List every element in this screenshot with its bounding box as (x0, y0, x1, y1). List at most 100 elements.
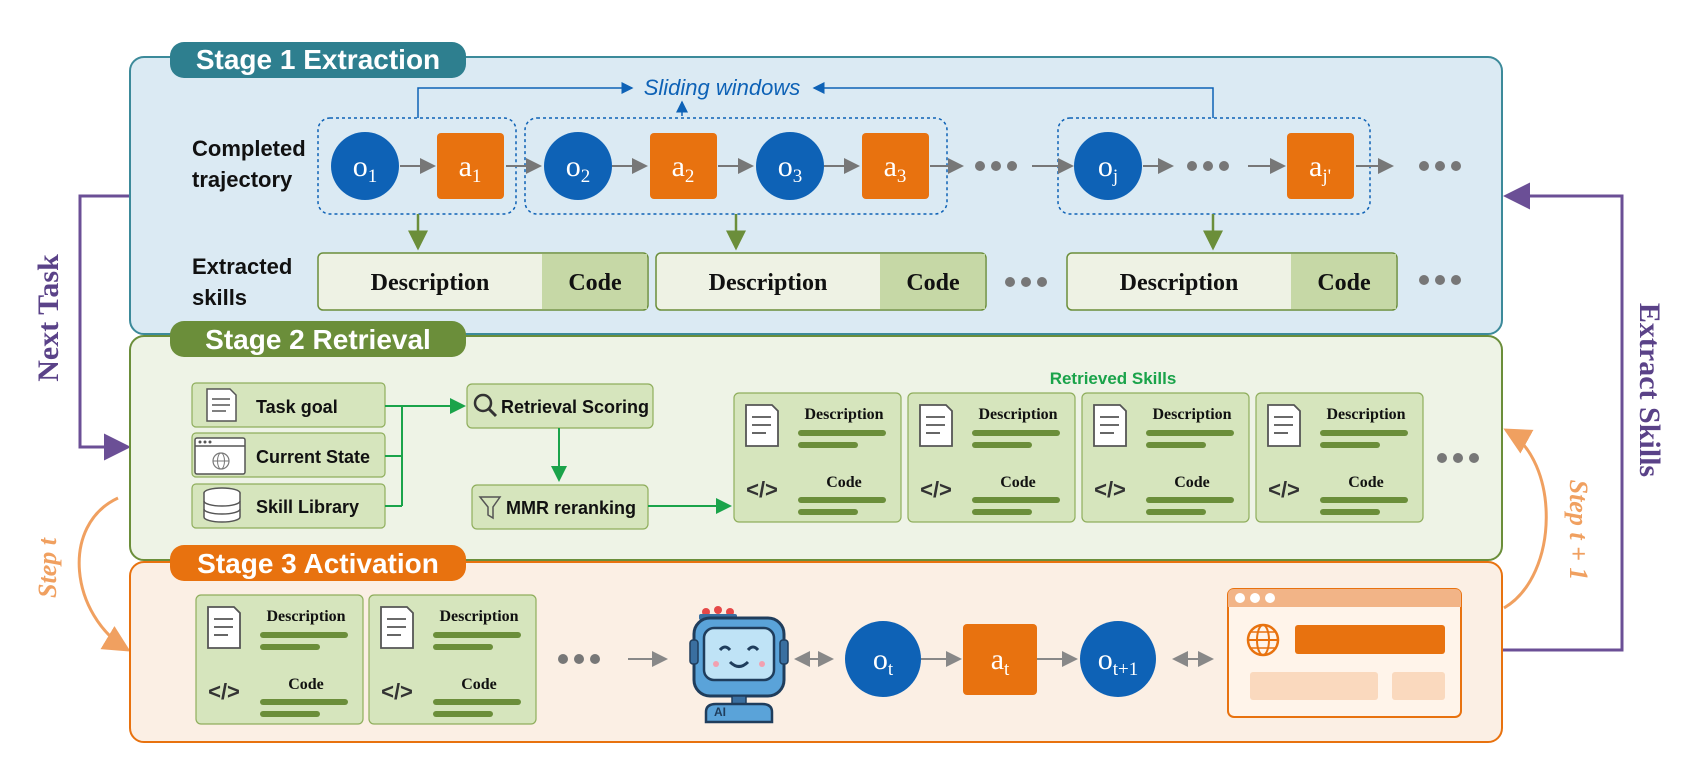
ellipsis-dots-4 (1005, 277, 1047, 287)
node-sub: 3 (897, 166, 907, 187)
svg-text:o2: o2 (566, 150, 591, 187)
extracted-skill-3: Description Code (1066, 252, 1398, 311)
filter-icon (478, 496, 502, 520)
environment-browser-window (1227, 588, 1462, 718)
ellipsis-dots-3 (1419, 161, 1461, 171)
trajectory-node-aj: aj' (1287, 133, 1354, 199)
mmr-reranking-box: MMR reranking (471, 484, 649, 530)
trajectory-node-o1: o1 (331, 132, 399, 200)
svg-text:o3: o3 (778, 150, 803, 187)
activation-node-ot: ot (845, 621, 921, 697)
node-sub: 3 (793, 166, 803, 187)
input-label: Skill Library (256, 497, 359, 517)
trajectory-label-line2: trajectory (192, 167, 293, 192)
extract-skills-label: Extract Skills (1633, 303, 1666, 477)
retrieval-scoring-label: Retrieval Scoring (501, 397, 649, 417)
active-skill-card-2: Description </> Code (368, 594, 537, 725)
card-code: Code (288, 676, 324, 693)
step-t1-arrow (1503, 428, 1548, 610)
trajectory-node-oj: oj (1074, 132, 1142, 200)
node-sub: t+1 (1113, 659, 1139, 680)
node-base: a (672, 150, 685, 183)
code-icon: </> (381, 679, 413, 704)
mmr-reranking-label: MMR reranking (506, 498, 636, 518)
active-skill-card-1: Description </> Code (195, 594, 364, 725)
trajectory-node-a1: a1 (437, 133, 504, 199)
retrieved-skill-card-3: Description </> Code (1081, 392, 1250, 523)
svg-text:ot+1: ot+1 (1098, 643, 1139, 680)
activation-node-ot1: ot+1 (1080, 621, 1156, 697)
node-sub: 2 (685, 166, 695, 187)
document-icon (1267, 404, 1301, 447)
node-sub: t (1004, 659, 1010, 680)
ellipsis-dots-7 (558, 654, 600, 664)
document-icon (745, 404, 779, 447)
card-code: Code (1000, 474, 1036, 491)
card-code: Code (826, 474, 862, 491)
card-description: Description (978, 406, 1057, 423)
node-base: o (873, 643, 888, 676)
node-sub: 1 (368, 166, 378, 187)
retrieved-skills-title: Retrieved Skills (1050, 369, 1177, 388)
extract-skills-arrow (1502, 182, 1624, 652)
card-description: Description (439, 608, 518, 625)
svg-text:a2: a2 (672, 150, 695, 187)
stage3-title-pill (170, 545, 466, 581)
svg-text:at: at (991, 643, 1010, 680)
trajectory-label-line1: Completed (192, 136, 306, 161)
stage1-title-pill (170, 42, 466, 78)
stage2-title-pill (170, 321, 466, 357)
activation-node-at: at (963, 624, 1037, 695)
node-base: a (884, 150, 897, 183)
inputs-to-scoring-arrows (385, 398, 466, 507)
skill-code: Code (906, 270, 960, 296)
svg-text:aj': aj' (1309, 150, 1331, 187)
node-base: o (1098, 643, 1113, 676)
trajectory-node-a2: a2 (650, 133, 717, 199)
skill-code: Code (1317, 270, 1371, 296)
next-task-arrow (78, 194, 131, 461)
trajectory-node-o3: o3 (756, 132, 824, 200)
input-label: Current State (256, 447, 370, 467)
card-code: Code (1174, 474, 1210, 491)
document-icon (207, 606, 241, 649)
retrieved-skill-card-2: Description </> Code (907, 392, 1076, 523)
node-base: o (566, 150, 581, 183)
svg-text:o1: o1 (353, 150, 378, 187)
globe-icon (1246, 623, 1280, 657)
sliding-windows-connector (417, 82, 1214, 118)
retrieval-scoring-box: Retrieval Scoring (466, 383, 654, 429)
stage1-title: Stage 1 Extraction (196, 44, 440, 75)
document-icon (206, 388, 237, 422)
trajectory-node-o2: o2 (544, 132, 612, 200)
skills-label-line1: Extracted (192, 254, 292, 279)
skill-code: Code (568, 270, 622, 296)
code-icon: </> (1268, 477, 1300, 502)
trajectory-node-a3: a3 (862, 133, 929, 199)
stage3-title: Stage 3 Activation (197, 548, 439, 579)
retrieved-skill-card-1: Description </> Code (733, 392, 902, 523)
node-sub: j' (1321, 166, 1331, 187)
skill-description: Description (1120, 270, 1239, 296)
retrieved-skill-card-4: Description </> Code (1255, 392, 1424, 523)
sliding-windows-label: Sliding windows (644, 75, 801, 100)
next-task-label: Next Task (32, 254, 65, 382)
skill-description: Description (709, 270, 828, 296)
ellipsis-dots-2 (1187, 161, 1229, 171)
document-icon (1093, 404, 1127, 447)
skills-label-line2: skills (192, 285, 247, 310)
stage2-title: Stage 2 Retrieval (205, 324, 431, 355)
node-sub: t (888, 659, 894, 680)
card-code: Code (461, 676, 497, 693)
robot-chest-label: AI (714, 705, 726, 719)
ellipsis-dots-6 (1437, 453, 1479, 463)
code-icon: </> (208, 679, 240, 704)
input-label: Task goal (256, 397, 338, 417)
card-code: Code (1348, 474, 1384, 491)
extracted-skill-2: Description Code (655, 252, 987, 311)
skill-description: Description (371, 270, 490, 296)
node-base: o (1098, 150, 1113, 183)
svg-text:a1: a1 (459, 150, 482, 187)
